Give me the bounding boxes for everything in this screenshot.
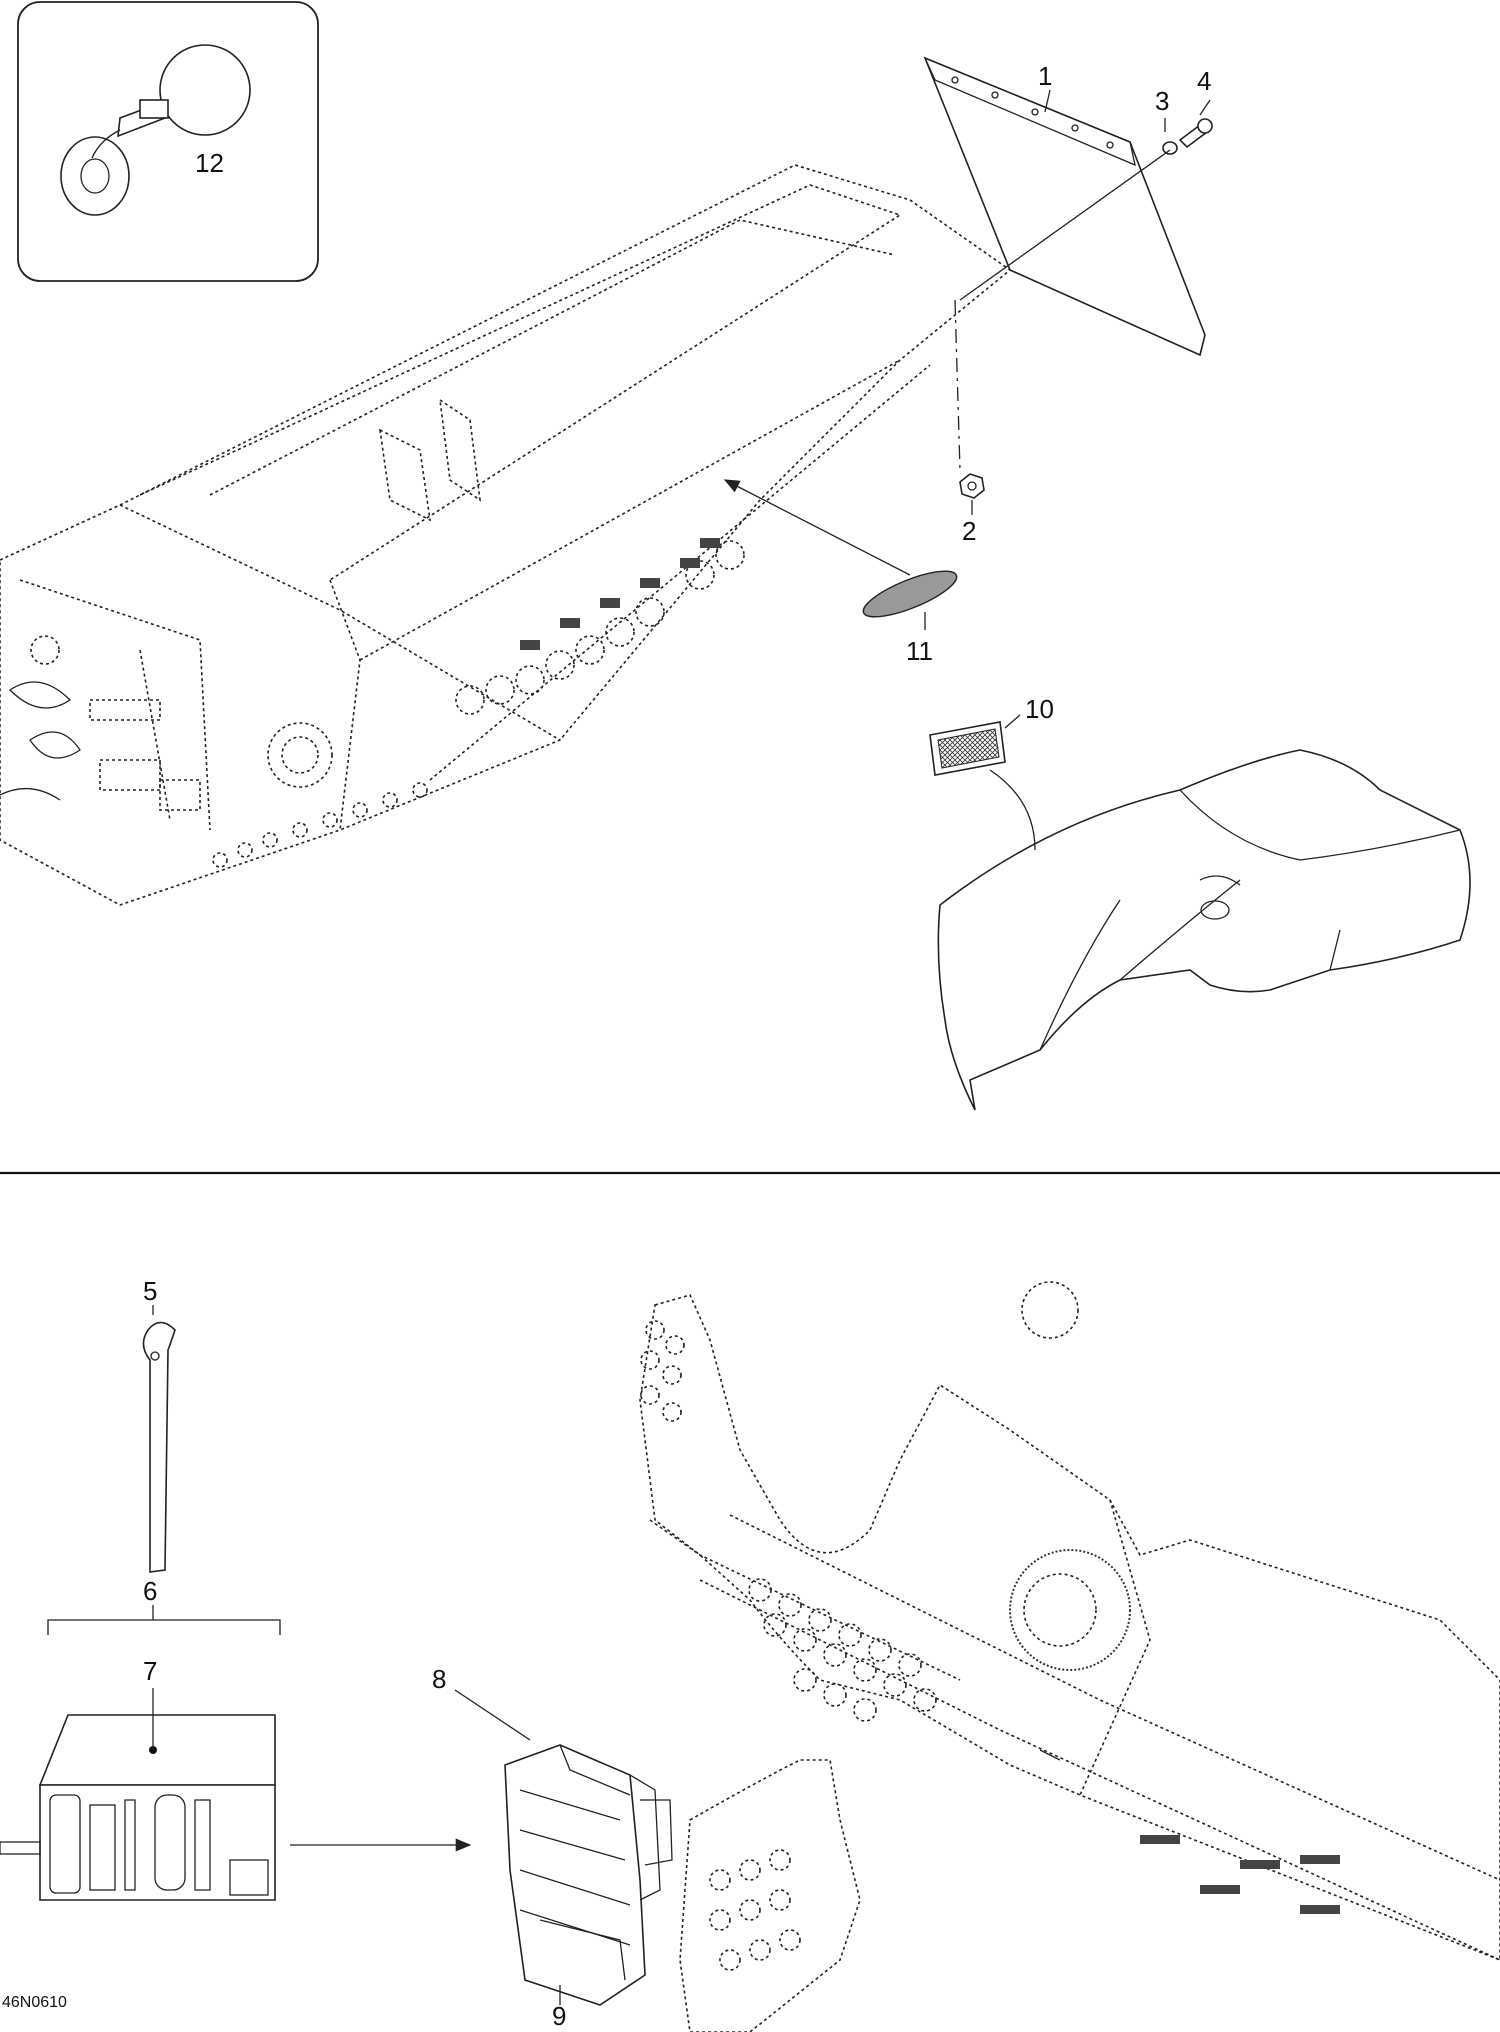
leader-lines-bottom bbox=[152, 1305, 561, 2005]
leader-lines-top bbox=[723, 89, 1211, 851]
horn-inset bbox=[17, 1, 319, 282]
callout-12: 12 bbox=[195, 148, 224, 178]
toolkit-pouch bbox=[504, 1744, 673, 2006]
callout-6: 6 bbox=[143, 1576, 157, 1606]
callout-5: 5 bbox=[143, 1276, 157, 1306]
mud-flap bbox=[923, 56, 1206, 357]
callout-labels: 1 2 3 4 5 6 7 8 9 10 11 12 46N0610 bbox=[2, 61, 1211, 2031]
callout-8: 8 bbox=[432, 1664, 446, 1694]
tool-kit bbox=[0, 1619, 281, 1901]
decal bbox=[862, 570, 958, 618]
wrench bbox=[142, 1321, 176, 1573]
callout-9: 9 bbox=[552, 2001, 566, 2031]
drawing-code: 46N0610 bbox=[2, 1994, 67, 2011]
frame-assembly bbox=[639, 1281, 1500, 1961]
reflector bbox=[929, 721, 1006, 776]
callout-7: 7 bbox=[143, 1656, 157, 1686]
washer bbox=[1162, 141, 1178, 155]
hood-panel bbox=[937, 749, 1471, 1111]
callout-4: 4 bbox=[1197, 66, 1211, 96]
bracket-plate bbox=[679, 1759, 861, 2032]
callout-2: 2 bbox=[962, 516, 976, 546]
callout-3: 3 bbox=[1155, 86, 1169, 116]
callout-1: 1 bbox=[1038, 61, 1052, 91]
chassis-tunnel bbox=[0, 164, 1012, 906]
callout-11: 11 bbox=[906, 636, 933, 666]
callout-10: 10 bbox=[1025, 694, 1054, 724]
screw bbox=[1178, 118, 1213, 149]
nut bbox=[959, 473, 985, 499]
